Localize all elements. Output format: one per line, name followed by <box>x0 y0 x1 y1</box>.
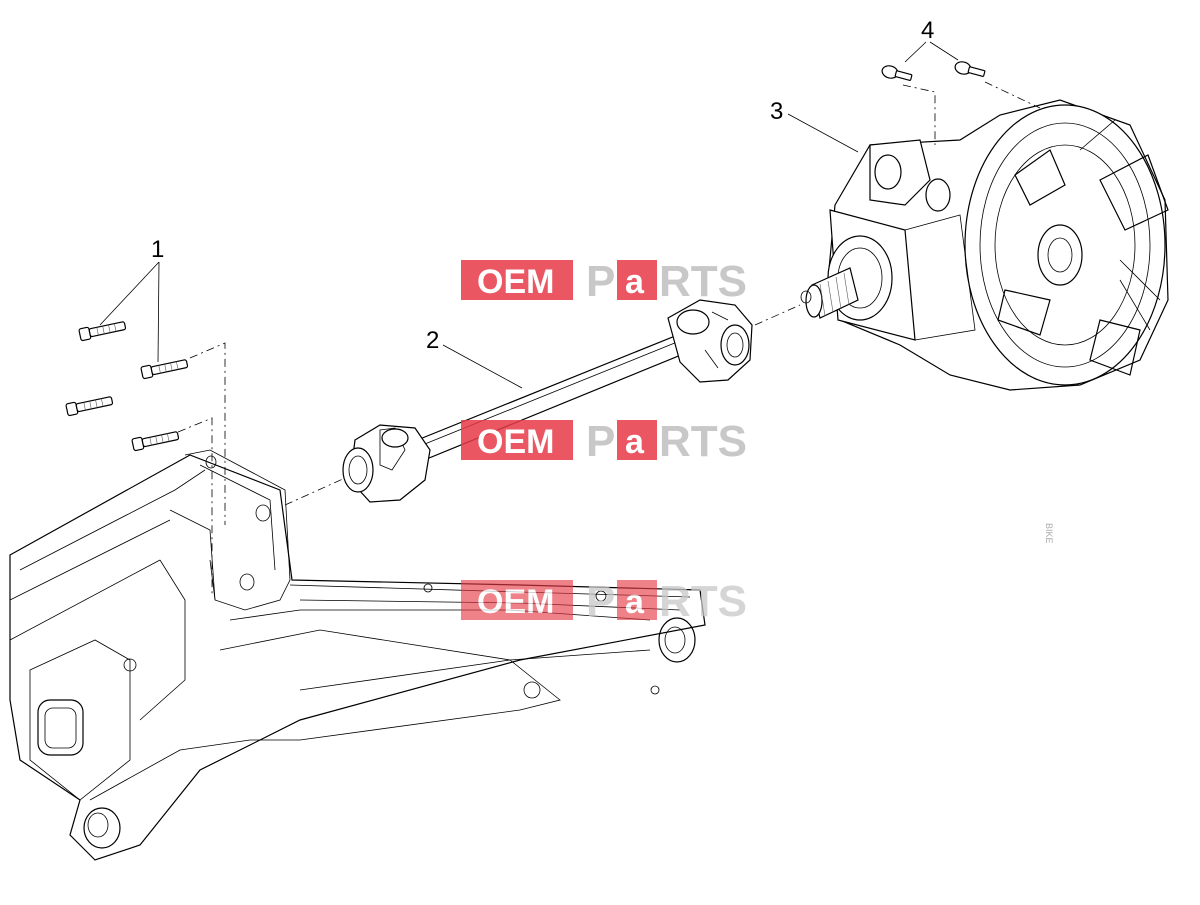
watermark-rts: RTS <box>659 577 747 626</box>
watermark-oem: OEM <box>477 583 554 621</box>
watermark-a: a <box>625 423 645 461</box>
callout-1: 1 <box>99 236 164 363</box>
callout-2-label: 2 <box>426 327 439 354</box>
callout-2: 2 <box>426 327 523 389</box>
watermark-bike: BIKE <box>1044 523 1054 544</box>
universal-joint-front <box>342 424 431 503</box>
callout-4: 4 <box>904 17 959 63</box>
bolt <box>65 396 114 417</box>
screw-group <box>881 61 1041 145</box>
watermark-middle: OEM P a RTS <box>461 417 747 466</box>
watermark-p: P <box>586 577 615 626</box>
callout-3-label: 3 <box>770 98 783 125</box>
bolt <box>78 321 127 342</box>
output-spline-shaft <box>800 267 859 319</box>
screw <box>954 61 986 77</box>
callout-3: 3 <box>770 98 859 153</box>
callout-1-label: 1 <box>151 236 164 263</box>
watermark-rts: RTS <box>659 257 747 306</box>
watermark-rts: RTS <box>659 417 747 466</box>
watermark-top: OEM BIKE P a RTS <box>461 257 1054 544</box>
universal-joint-rear <box>667 299 753 383</box>
watermark-bottom: OEM P a RTS <box>461 577 747 626</box>
drive-shaft <box>284 299 801 506</box>
callout-4-label: 4 <box>921 17 934 44</box>
final-drive-housing <box>800 99 1169 391</box>
bolt <box>131 431 180 452</box>
swingarm <box>9 449 706 861</box>
watermark-p: P <box>586 417 615 466</box>
watermark-a: a <box>625 263 645 301</box>
bolt-group <box>65 321 226 595</box>
watermark-a: a <box>625 583 645 621</box>
watermark-oem: OEM <box>477 423 554 461</box>
bolt <box>140 359 189 380</box>
watermark-p: P <box>586 257 615 306</box>
screw <box>881 65 913 81</box>
watermark-oem: OEM <box>477 263 554 301</box>
